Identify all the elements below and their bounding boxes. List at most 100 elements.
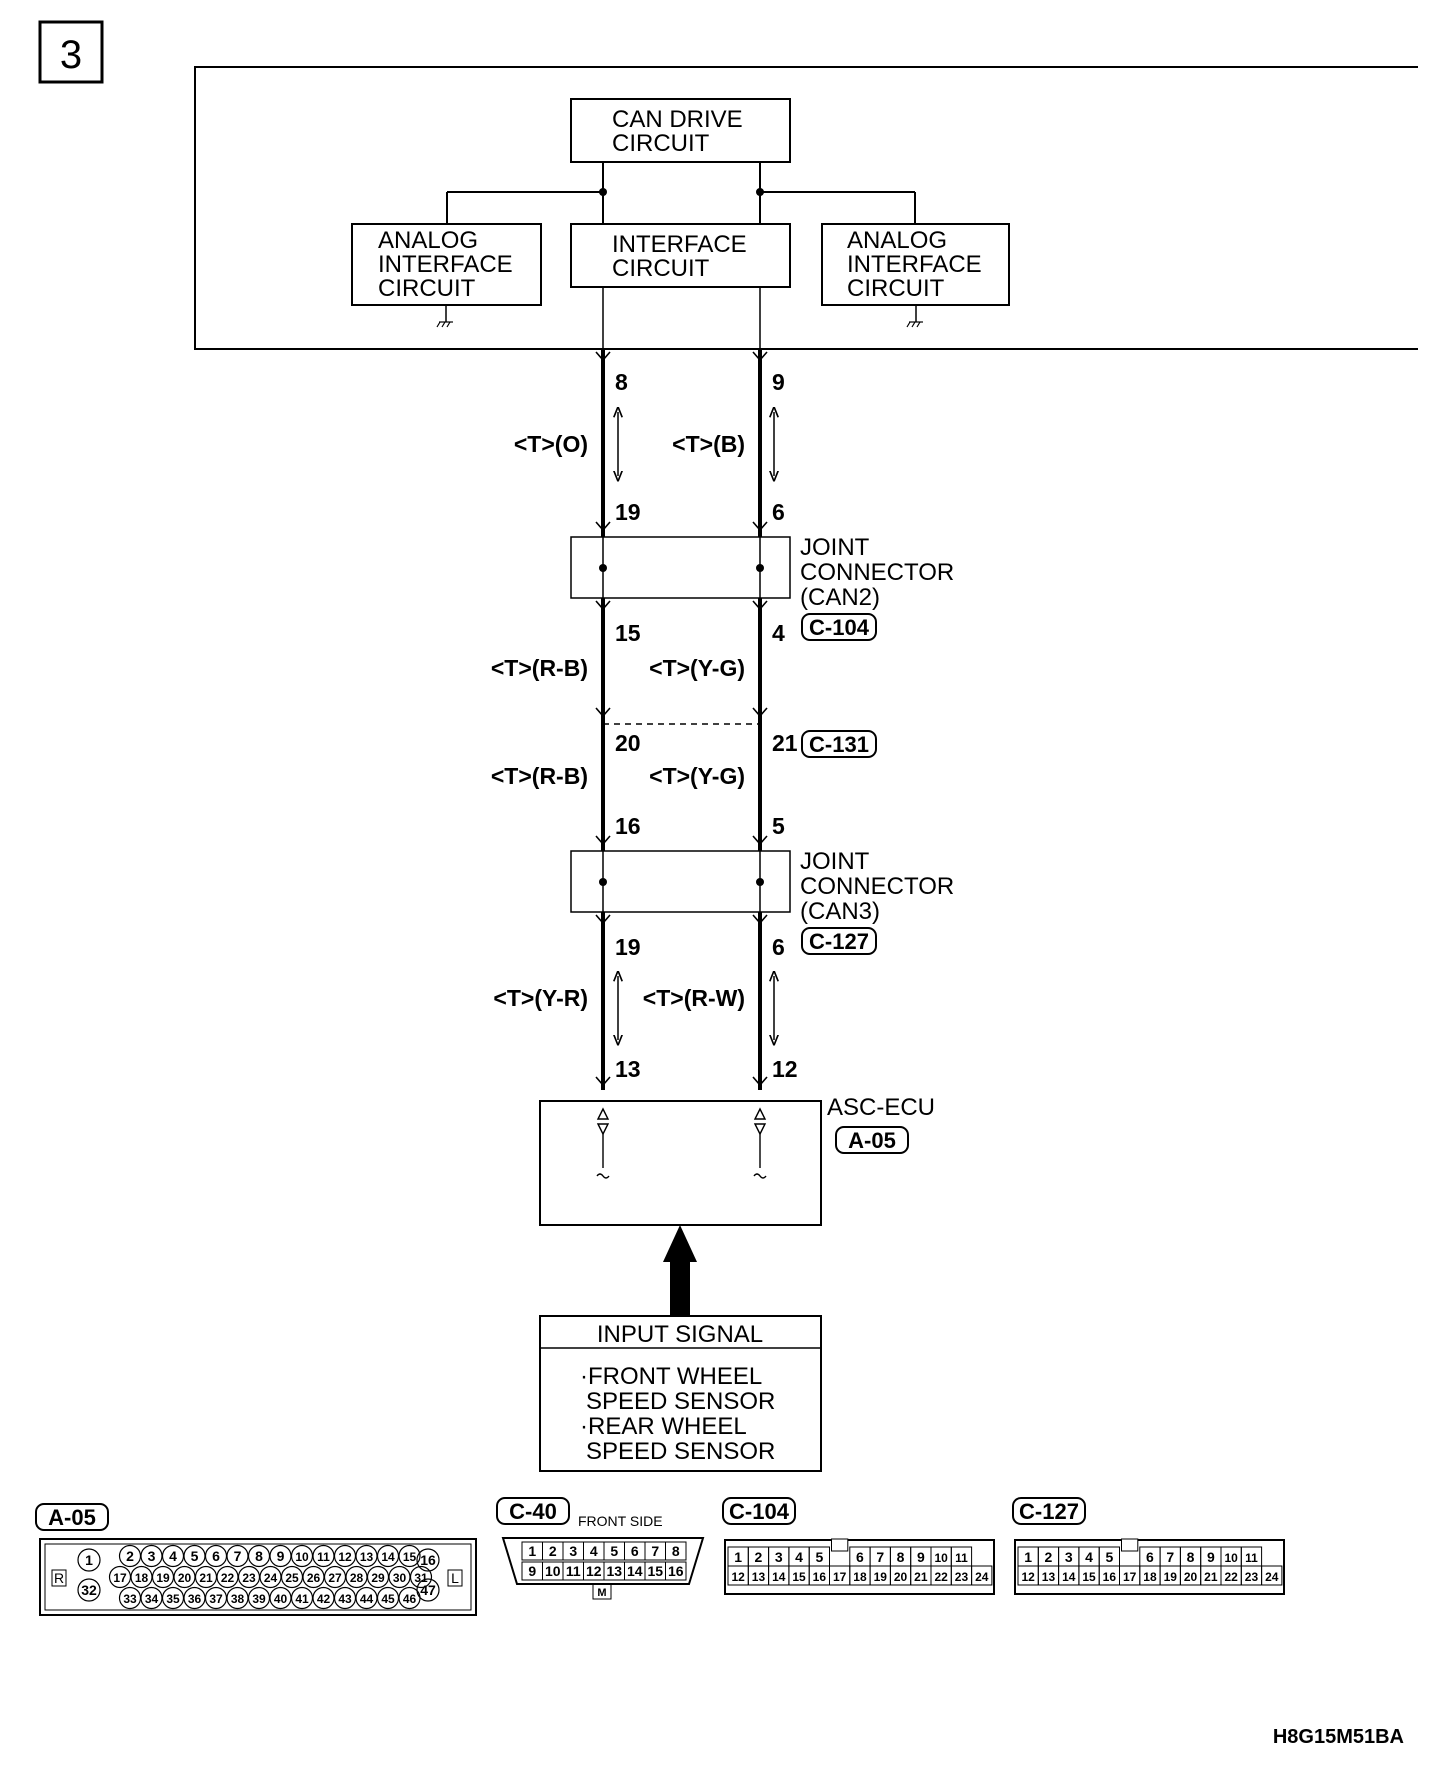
- side-marker: R: [54, 1570, 64, 1586]
- block-label: INTERFACE: [847, 251, 982, 278]
- connector-tag-c104: C-104: [801, 613, 877, 641]
- pin-label: 16: [668, 1563, 684, 1579]
- joint-connector-can3: JOINT CONNECTOR (CAN3): [570, 848, 954, 925]
- pin-label: 3: [148, 1548, 156, 1564]
- pin-label: 7: [234, 1548, 242, 1564]
- joint-label: CONNECTOR: [800, 873, 954, 900]
- pin-label: 36: [188, 1592, 202, 1606]
- analog-interface-right-block: ANALOG INTERFACE CIRCUIT: [821, 223, 1010, 328]
- joint-label: (CAN2): [800, 584, 880, 611]
- pin-label: 3: [1065, 1549, 1073, 1565]
- pin-label: 32: [81, 1582, 97, 1598]
- pin-label: 37: [209, 1592, 223, 1606]
- pin-label: 10: [934, 1551, 948, 1565]
- pin-label: 7: [651, 1543, 659, 1559]
- pin-circle: [77, 1578, 101, 1602]
- input-signal-block: INPUT SIGNAL ·FRONT WHEEL SPEED SENSOR ·…: [539, 1315, 822, 1472]
- block-label: INTERFACE: [378, 251, 513, 278]
- pin-number: 12: [772, 1056, 798, 1082]
- pin-label: 20: [178, 1571, 192, 1585]
- connector-id: C-104: [809, 615, 870, 640]
- pin-label: 4: [1085, 1549, 1093, 1565]
- input-signal-item: ·REAR WHEEL: [580, 1413, 747, 1440]
- pin-label: 14: [772, 1570, 786, 1584]
- pin-label: 22: [934, 1570, 948, 1584]
- pin-label: 19: [156, 1571, 170, 1585]
- pin-number: 6: [772, 934, 785, 960]
- pin-label: 1: [1024, 1549, 1032, 1565]
- connector-latch-icon: [831, 1538, 849, 1552]
- internal-wiring: [446, 162, 916, 224]
- pin-label: 6: [856, 1549, 864, 1565]
- pin-number: 6: [772, 499, 785, 525]
- block-label: ANALOG: [378, 227, 478, 254]
- pin-label: 25: [285, 1571, 299, 1585]
- block-label: CAN DRIVE: [612, 106, 743, 133]
- pin-label: 31: [414, 1571, 428, 1585]
- pin-label: 21: [199, 1571, 213, 1585]
- pin-label: 11: [566, 1563, 581, 1579]
- pin-label: 15: [403, 1550, 417, 1564]
- pin-circle: [409, 1565, 433, 1589]
- pin-label: 2: [549, 1543, 557, 1559]
- pin-label: 19: [874, 1570, 888, 1584]
- joint-label: CONNECTOR: [800, 559, 954, 586]
- connector-mark: [752, 835, 768, 846]
- ground-icon: [906, 321, 923, 328]
- pin-label: 27: [328, 1571, 342, 1585]
- pin-label: 20: [1184, 1570, 1198, 1584]
- connector-tag-a05: A-05: [835, 1126, 909, 1154]
- pin-cell: [1261, 1565, 1283, 1586]
- pin-label: 14: [381, 1550, 395, 1564]
- pin-label: 21: [914, 1570, 928, 1584]
- joint-connector-can2: JOINT CONNECTOR (CAN2): [570, 534, 954, 611]
- pin-label: 2: [755, 1549, 763, 1565]
- pin-label: 21: [1204, 1570, 1218, 1584]
- connector-mark: [595, 835, 611, 846]
- connector-id: C-40: [509, 1499, 557, 1524]
- pin-number: 20: [615, 730, 641, 756]
- junction-dot: [599, 188, 607, 196]
- pin-label: 8: [1187, 1549, 1195, 1565]
- pin-circle: [416, 1548, 440, 1572]
- block-label: CIRCUIT: [847, 275, 945, 302]
- wire-color-code: <T>(Y-G): [649, 763, 745, 789]
- connector-id: A-05: [848, 1128, 896, 1153]
- pin-label: 16: [1103, 1570, 1117, 1584]
- pin-label: 24: [264, 1571, 278, 1585]
- pin-label: 10: [1224, 1551, 1238, 1565]
- pin-label: 42: [317, 1592, 331, 1606]
- wire-color-code: <T>(Y-G): [649, 655, 745, 681]
- pin-label: 23: [242, 1571, 256, 1585]
- wire-color-code: <T>(O): [514, 431, 588, 457]
- connector-mark: [595, 521, 611, 532]
- pin-label: 14: [627, 1563, 643, 1579]
- joint-label: JOINT: [800, 534, 870, 561]
- pin-label: 46: [403, 1592, 417, 1606]
- pin-label: 11: [1245, 1551, 1258, 1565]
- pin-label: 9: [277, 1548, 285, 1564]
- analog-interface-left-block: ANALOG INTERFACE CIRCUIT: [351, 223, 542, 328]
- joint-label: JOINT: [800, 848, 870, 875]
- pin-label: 17: [113, 1571, 127, 1585]
- pin-cell: [665, 1561, 687, 1581]
- pin-label: 30: [393, 1571, 407, 1585]
- pin-label: 9: [917, 1549, 925, 1565]
- pin-cell: [971, 1565, 993, 1586]
- connector-mark: [752, 521, 768, 532]
- interface-circuit-block: INTERFACE CIRCUIT: [570, 223, 791, 288]
- pin-label: 1: [734, 1549, 742, 1565]
- pin-label: 39: [252, 1592, 266, 1606]
- connector-caption: FRONT SIDE: [578, 1513, 663, 1529]
- pin-label: 13: [752, 1570, 766, 1584]
- ground-icon: [436, 321, 453, 328]
- pin-label: 6: [1146, 1549, 1154, 1565]
- block-label: CIRCUIT: [612, 130, 710, 157]
- pin-label: 18: [853, 1570, 867, 1584]
- pin-label: 12: [1021, 1570, 1035, 1584]
- figure-code: H8G15M51BA: [1273, 1726, 1404, 1748]
